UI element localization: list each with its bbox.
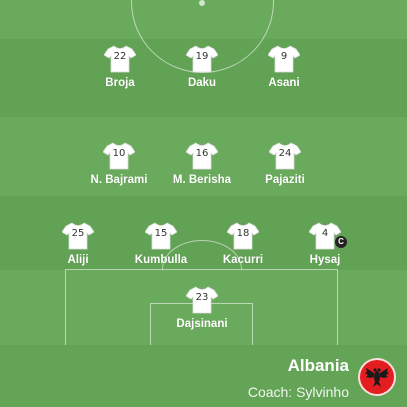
coach-name: Coach: Sylvinho — [247, 384, 349, 400]
shirt-icon: 9 — [268, 45, 300, 73]
shirt-number: 24 — [278, 148, 292, 159]
player-name: Daku — [187, 77, 217, 89]
penalty-box — [65, 269, 338, 351]
shirt-number: 15 — [154, 228, 168, 239]
player-card[interactable]: 22 Broja — [70, 45, 170, 89]
shirt-icon: 10 — [103, 142, 135, 170]
shirt-number: 23 — [195, 292, 209, 303]
player-name: Pajaziti — [265, 174, 305, 186]
shirt-number: 4 — [321, 228, 329, 239]
player-card[interactable]: 25 Aliji — [28, 222, 128, 266]
player-name: Kumbulla — [134, 254, 188, 266]
player-card[interactable]: 18 Kacurri — [193, 222, 293, 266]
player-card[interactable]: 19 Daku — [152, 45, 252, 89]
shirt-number: 10 — [112, 148, 126, 159]
shirt-icon: 18 — [227, 222, 259, 250]
shirt-number: 16 — [195, 148, 209, 159]
player-card[interactable]: 16 M. Berisha — [152, 142, 252, 186]
shirt-icon: 19 — [186, 45, 218, 73]
player-name: Kacurri — [222, 254, 264, 266]
player-card[interactable]: 24 Pajaziti — [235, 142, 335, 186]
center-spot — [199, 0, 205, 6]
shirt-icon: 23 — [186, 286, 218, 314]
shirt-icon: 24 — [269, 142, 301, 170]
shirt-icon: 25 — [62, 222, 94, 250]
shirt-number: 19 — [195, 51, 209, 62]
player-name: M. Berisha — [172, 174, 232, 186]
shirt-number: 25 — [71, 228, 85, 239]
shirt-number: 18 — [236, 228, 250, 239]
player-card[interactable]: 4 C Hysaj — [275, 222, 375, 266]
albania-flag-icon — [358, 358, 396, 396]
shirt-icon: 22 — [104, 45, 136, 73]
shirt-icon: 15 — [145, 222, 177, 250]
player-name: N. Bajrami — [90, 174, 148, 186]
shirt-icon: 4 C — [309, 222, 347, 250]
player-name: Hysaj — [309, 254, 341, 266]
player-card[interactable]: 9 Asani — [234, 45, 334, 89]
shirt-icon: 16 — [186, 142, 218, 170]
player-name: Broja — [105, 77, 135, 89]
captain-badge: C — [335, 236, 347, 248]
player-name: Dajsinani — [176, 318, 228, 330]
team-footer — [0, 345, 407, 407]
shirt-number: 22 — [113, 51, 127, 62]
player-card[interactable]: 10 N. Bajrami — [69, 142, 169, 186]
team-name: Albania — [287, 356, 349, 375]
player-card[interactable]: 15 Kumbulla — [111, 222, 211, 266]
player-name: Aliji — [67, 254, 89, 266]
shirt-number: 9 — [280, 51, 288, 62]
player-card[interactable]: 23 Dajsinani — [152, 286, 252, 330]
player-name: Asani — [268, 77, 300, 89]
